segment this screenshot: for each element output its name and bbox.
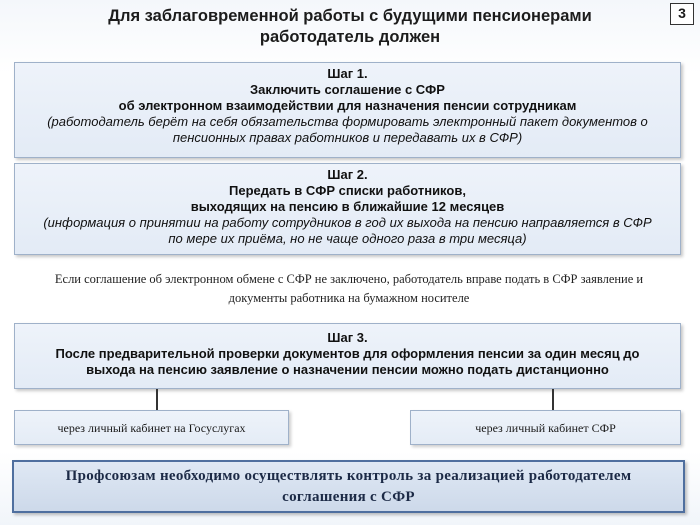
step-2-heading: Шаг 2. xyxy=(327,167,368,182)
paper-note-line-2: документы работника на бумажном носителе xyxy=(228,291,470,305)
step-3-line-1: После предварительной проверки документо… xyxy=(55,346,640,361)
conclusion-line-2: соглашения с СФР xyxy=(282,489,415,505)
step-3-heading: Шаг 3. xyxy=(327,330,368,345)
step-2-note-1: (информация о принятии на работу сотрудн… xyxy=(43,215,652,230)
step-1-line-2: об электронном взаимодействии для назнач… xyxy=(118,98,577,113)
step-3-line-2: выхода на пенсию заявление о назначении … xyxy=(86,362,609,377)
connector-line-left xyxy=(156,389,158,411)
step-2-line-2: выходящих на пенсию в ближайшие 12 месяц… xyxy=(190,199,505,214)
step-2-line-1: Передать в СФР списки работников, xyxy=(229,183,466,198)
title-line-2: работодатель должен xyxy=(259,28,441,46)
page-title: Для заблаговременной работы с будущими п… xyxy=(40,6,660,48)
paper-submission-note: Если соглашение об электронном обмене с … xyxy=(18,270,680,308)
option-gosuslugi-cabinet: через личный кабинет на Госуслугах xyxy=(14,410,289,445)
conclusion-line-1: Профсоюзам необходимо осуществлять контр… xyxy=(65,468,632,484)
step-1-note-2: пенсионных правах работников и передават… xyxy=(172,130,523,145)
step-1-heading: Шаг 1. xyxy=(327,66,368,81)
page-number-badge: 3 xyxy=(670,3,694,25)
option-sfr-cabinet: через личный кабинет СФР xyxy=(410,410,681,445)
step-3-box: Шаг 3. После предварительной проверки до… xyxy=(14,323,681,389)
paper-note-line-1: Если соглашение об электронном обмене с … xyxy=(54,272,644,286)
step-1-box: Шаг 1. Заключить соглашение с СФР об эле… xyxy=(14,62,681,158)
step-2-note-2: по мере их приёма, но не чаще одного раз… xyxy=(168,231,527,246)
title-line-1: Для заблаговременной работы с будущими п… xyxy=(108,7,592,25)
connector-line-right xyxy=(552,389,554,411)
step-2-box: Шаг 2. Передать в СФР списки работников,… xyxy=(14,163,681,255)
conclusion-box: Профсоюзам необходимо осуществлять контр… xyxy=(12,460,685,513)
step-1-note-1: (работодатель берёт на себя обязательств… xyxy=(47,114,648,129)
step-1-line-1: Заключить соглашение с СФР xyxy=(250,82,445,97)
